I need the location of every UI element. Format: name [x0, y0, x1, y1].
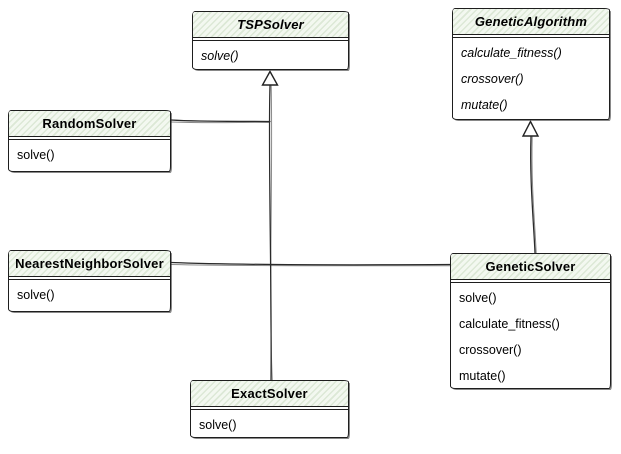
header-body-divider [9, 277, 170, 280]
class-name: TSPSolver [237, 17, 304, 32]
header-body-divider [9, 137, 170, 140]
class-box-nearestneighborsolver: NearestNeighborSolver solve() [8, 250, 171, 312]
class-box-geneticsolver: GeneticSolver solve() calculate_fitness(… [450, 253, 611, 389]
inheritance-arrowhead-icon [521, 119, 540, 137]
class-header: GeneticSolver [451, 254, 610, 280]
class-methods: solve() [191, 410, 348, 438]
method-label: crossover() [461, 72, 524, 86]
class-box-exactsolver: ExactSolver solve() [190, 380, 349, 438]
inheritance-arrowhead-icon [261, 70, 279, 86]
connector-randomsolver-sketch [170, 121, 270, 124]
class-header: RandomSolver [9, 111, 170, 137]
method-label: solve() [17, 148, 55, 162]
class-name: GeneticAlgorithm [474, 14, 588, 29]
method-label: solve() [201, 49, 239, 63]
class-box-tspsolver: TSPSolver solve() [192, 11, 349, 70]
method-label: solve() [459, 291, 497, 305]
header-body-divider [453, 35, 609, 38]
class-methods: solve() [9, 140, 170, 168]
header-body-divider [193, 38, 348, 41]
inheritance-trunk-tspsolver [268, 84, 272, 381]
class-methods: solve() [193, 41, 348, 69]
class-header: GeneticAlgorithm [453, 9, 609, 35]
class-header: TSPSolver [193, 12, 348, 38]
class-name: GeneticSolver [485, 259, 576, 274]
class-methods: solve() calculate_fitness() crossover() … [451, 283, 610, 389]
method-label: calculate_fitness() [459, 317, 560, 331]
inheritance-trunk-tspsolver-sketch [270, 85, 273, 381]
class-header: ExactSolver [191, 381, 348, 407]
header-body-divider [451, 280, 610, 283]
method-label: solve() [17, 288, 55, 302]
connector-geneticsolver-geneticalgorithm [530, 135, 536, 254]
class-name: ExactSolver [231, 386, 308, 401]
header-body-divider [191, 407, 348, 410]
connector-geneticsolver-geneticalgorithm-sketch [531, 136, 537, 254]
class-methods: calculate_fitness() crossover() mutate() [453, 38, 609, 118]
class-box-geneticalgorithm: GeneticAlgorithm calculate_fitness() cro… [452, 8, 610, 120]
class-header: NearestNeighborSolver [9, 251, 170, 277]
connector-nearestneighbor-geneticsolver [170, 261, 451, 266]
class-box-randomsolver: RandomSolver solve() [8, 110, 171, 172]
class-name: NearestNeighborSolver [15, 256, 164, 271]
connector-randomsolver [170, 119, 271, 123]
class-methods: solve() [9, 280, 170, 308]
method-label: crossover() [459, 343, 522, 357]
method-label: calculate_fitness() [461, 46, 562, 60]
method-label: mutate() [459, 369, 506, 383]
method-label: mutate() [461, 98, 508, 112]
method-label: solve() [199, 418, 237, 432]
connector-nearestneighbor-geneticsolver-sketch [170, 264, 451, 267]
class-name: RandomSolver [42, 116, 137, 131]
